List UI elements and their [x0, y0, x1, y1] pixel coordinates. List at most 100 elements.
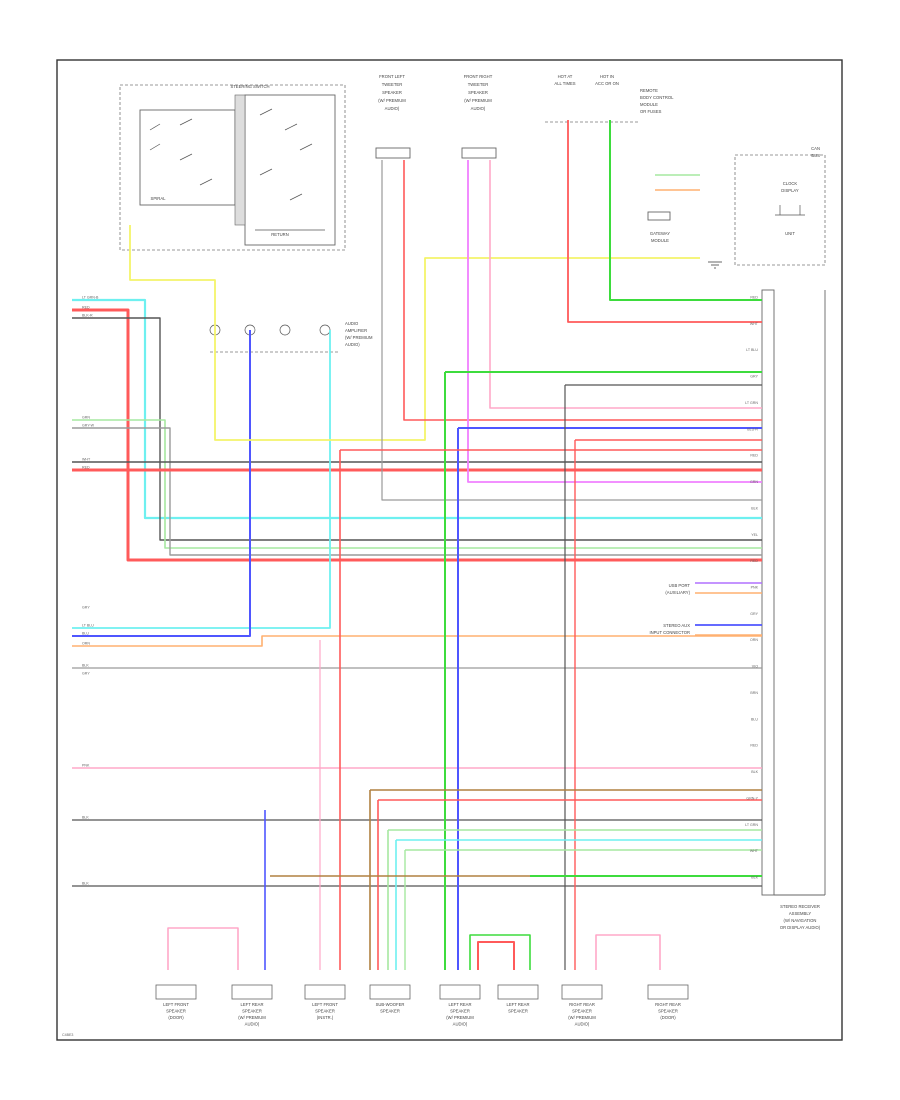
speaker-label-line: LEFT REAR [507, 1002, 530, 1007]
wire-magenta-tweeter-r [467, 160, 762, 483]
right-pin-code: LT GRN [745, 401, 758, 405]
wire-pink-jumper-2 [595, 934, 661, 970]
speaker-label-line: (DOOR) [168, 1015, 184, 1020]
clock-display-line-3: UNIT [785, 231, 795, 236]
front-left-tweeter-line-3: SPEAKER [382, 90, 402, 95]
speaker-connector-box [647, 984, 689, 1000]
right-pin-code: RED [750, 744, 758, 748]
front-left-tweeter: FRONT LEFT TWEETER SPEAKER (W/ PREMIUM A… [375, 74, 411, 159]
fuse-block-line-3: MODULE [640, 102, 658, 107]
right-pin-code: LT BLU [746, 348, 758, 352]
wire-orange-1 [72, 635, 762, 647]
speaker-connector-box [231, 984, 273, 1000]
speaker-connector-box [497, 984, 539, 1000]
front-left-tweeter-line-4: (W/ PREMIUM [378, 98, 406, 103]
speaker-label-line: SPEAKER [508, 1009, 528, 1014]
right-pin-code: RED [750, 454, 758, 458]
gateway-line-1: GATEWAY [650, 231, 670, 236]
right-pin-code: BLU-R [747, 427, 758, 431]
left-wire-code: GRN [82, 416, 90, 420]
stereo-unit-line-3: (W/ NAVIGATION [784, 918, 817, 923]
front-left-tweeter-line-5: AUDIO) [385, 106, 400, 111]
front-right-tweeter-line-5: AUDIO) [471, 106, 486, 111]
left-wire-code: WHT [82, 458, 91, 462]
right-pin-code: WHT [750, 849, 759, 853]
speaker-label-line: SPEAKER [658, 1009, 678, 1014]
right-pin-code: VIO [752, 665, 758, 669]
bus-lines-line-2: BUS [811, 153, 820, 158]
wire-cyan-main [72, 298, 762, 520]
speaker-label-line: LEFT FRONT [163, 1002, 189, 1007]
speaker-label-line: (W/ PREMIUM [238, 1015, 266, 1020]
right-pin-code: WHT [750, 322, 759, 326]
speaker-label-line: RIGHT REAR [655, 1002, 681, 1007]
speaker-label-line: AUDIO) [453, 1022, 468, 1027]
fuse-block-line-4: OR FUSES [640, 109, 662, 114]
front-right-tweeter-line-2: TWEETER [468, 82, 488, 87]
speaker-label-line: SUB-WOOFER [376, 1002, 405, 1007]
left-wire-code: BLK [82, 816, 89, 820]
right-pin-code: GRN-Y [746, 796, 758, 800]
clock-display-unit: CAN BUS CLOCK DISPLAY UNIT [734, 146, 826, 266]
speaker-label-line: RIGHT REAR [569, 1002, 595, 1007]
wire-red-tweeter-l [403, 160, 762, 421]
stereo-receiver-connector [761, 289, 775, 896]
footer-code: C4BE3 [62, 1033, 73, 1037]
bottom-speaker: LEFT REAR SPEAKER [497, 984, 539, 1014]
audio-amplifier: AUDIO AMPLIFIER (W/ PREMIUM AUDIO) [210, 321, 373, 353]
usb-port-line-2: (AUXILIARY) [665, 590, 690, 595]
clock-display-line-2: DISPLAY [781, 188, 799, 193]
right-pin-code: PNK [751, 586, 759, 590]
speaker-label-line: LEFT REAR [241, 1002, 264, 1007]
speaker-label-line: LEFT REAR [449, 1002, 472, 1007]
diagram-frame [56, 59, 843, 1041]
left-wire-code: BLK [82, 882, 89, 886]
bottom-speaker: RIGHT REAR SPEAKER(DOOR) [647, 984, 689, 1020]
left-wire-code: GRY-W [82, 424, 95, 428]
left-wire-code: BLK-R [82, 314, 93, 318]
steering-box-bottom-label: RETURN [271, 232, 288, 237]
wire-group [72, 120, 762, 970]
usb-port: USB PORT (AUXILIARY) [665, 583, 690, 595]
clock-display-line-1: CLOCK [783, 181, 798, 186]
left-wire-code: RED [82, 466, 90, 470]
power-sources: HOT AT ALL TIMES HOT IN ACC OR ON REMOTE… [545, 74, 674, 123]
speaker-label-line: LEFT FRONT [312, 1002, 338, 1007]
speaker-label-line: SPEAKER [315, 1009, 335, 1014]
hot-in-acc-line-1: HOT IN [600, 74, 614, 79]
right-pin-code: YEL [751, 533, 758, 537]
aux-in-line-2: INPUT CONNECTOR [649, 630, 690, 635]
speaker-group-connectors [209, 324, 331, 336]
wire-green-1 [72, 419, 762, 549]
left-wire-code: LT GRN-B [82, 296, 99, 300]
wire-red-main [72, 308, 762, 562]
wire-red-power [567, 120, 762, 323]
ground-symbol [708, 261, 722, 269]
wire-gray-tweeter-l [381, 160, 762, 501]
speaker-connector-box [304, 984, 346, 1000]
wire-yellow-1 [129, 225, 700, 441]
speaker-connector-box [561, 984, 603, 1000]
hot-at-all-times-line-2: ALL TIMES [554, 81, 575, 86]
right-pin-code: GRY [750, 612, 758, 616]
stereo-unit-line-4: OR DISPLAY AUDIO) [780, 925, 821, 930]
front-right-tweeter-line-4: (W/ PREMIUM [464, 98, 492, 103]
speaker-label-line: SPEAKER [572, 1009, 592, 1014]
wire-blue-1 [72, 330, 251, 637]
gateway-line-2: MODULE [651, 238, 669, 243]
left-wire-code: RED [82, 306, 90, 310]
right-pin-code: GRY [750, 375, 758, 379]
left-wire-code: ORN [82, 642, 90, 646]
front-right-tweeter-line-3: SPEAKER [468, 90, 488, 95]
speaker-label-line: (DOOR) [660, 1015, 676, 1020]
right-pin-code: BLK [751, 506, 758, 510]
steering-switch-label: STEERING SWITCH [230, 84, 269, 89]
hot-at-all-times-line-1: HOT AT [558, 74, 573, 79]
left-wire-code: BLK [82, 664, 89, 668]
